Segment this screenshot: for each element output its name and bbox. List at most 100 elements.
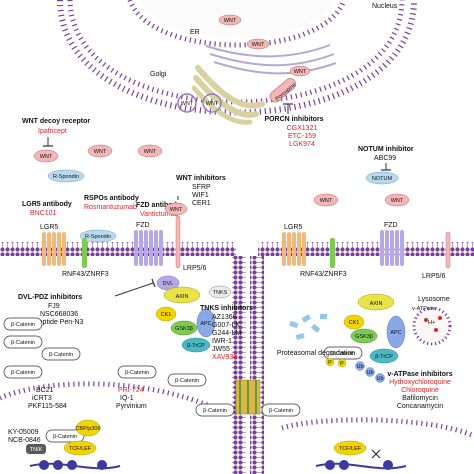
fzd-left-label: FZD <box>136 222 150 229</box>
dvl-label: DVL <box>163 281 174 287</box>
nuc-inh-far-1: KY-05009 <box>8 429 39 436</box>
rspondin-left-label: R-Spondin <box>85 234 111 240</box>
lgr5-ab-drug: BNC101 <box>30 210 57 217</box>
vatpase-title: v-ATPase inhibitors <box>387 371 452 378</box>
tnks-inh-4: IWR-1 <box>212 338 232 345</box>
apc-left <box>196 308 216 338</box>
phospho-2-label: P <box>340 361 344 367</box>
rnf-right-label: RNF43/ZNRF3 <box>300 271 347 278</box>
wnt-vesicle-1-label: WNT <box>181 101 194 107</box>
bcat-left-stack <box>3 317 207 387</box>
decoy-drug: Ipafricept <box>38 128 67 135</box>
lrp-right-label: LRP5/6 <box>422 273 445 280</box>
lyso-dot-1 <box>424 318 428 322</box>
tcf-right-label: TCF/LEF <box>339 446 362 452</box>
wnt-notum-2-label: WNT <box>391 198 404 204</box>
wnt-notum-2 <box>384 193 410 207</box>
vesicle-2 <box>202 93 222 113</box>
wnt-decoy-label: WNT <box>40 154 53 160</box>
lyso-dot-3 <box>438 316 442 320</box>
bcat-l3: β-Catenin <box>49 352 73 358</box>
tnks-inh-3: G244-LM <box>212 330 241 337</box>
wnt-notum-1 <box>313 193 339 207</box>
rspo-ab-title: RSPOs antibody <box>84 195 139 202</box>
porcn-drug-2: ETC-159 <box>288 133 316 140</box>
axin-left <box>163 286 201 304</box>
wnt-decoy <box>33 149 59 163</box>
gsk-left-label: GSK3β <box>175 326 193 332</box>
wnt-er-1-label: WNT <box>224 18 237 24</box>
tcf-right <box>333 440 367 456</box>
ck1-left-label: CK1 <box>161 312 172 318</box>
nuc-inh-m2: Pyrvinium <box>116 403 147 410</box>
wnt-er-2 <box>246 38 270 50</box>
axin-right-label: AXIN <box>370 301 383 307</box>
nucleus-label: Nucleus <box>372 3 398 10</box>
phospho-2 <box>337 358 347 368</box>
bcat-nuclear-label: β-Catenin <box>53 434 77 440</box>
fzd-ab-drug: Vantictumab <box>140 211 178 218</box>
vatpase-item-1: Bafilomycin <box>402 395 438 402</box>
lrp-left <box>175 215 181 269</box>
ub-2 <box>365 367 375 377</box>
apc-right <box>386 315 406 349</box>
wnt-vesicle-2-label: WNT <box>206 101 219 107</box>
lgr5-ab-title: LGR5 antibody <box>22 201 72 208</box>
notum-protein <box>365 171 399 185</box>
ck1-left <box>155 306 177 322</box>
ck1-right-label: CK1 <box>349 320 360 326</box>
dvl-pdz-title: DVL-PDZ inhibitors <box>18 294 82 301</box>
bcat-l4: β-Catenin <box>11 370 35 376</box>
lgr5-left-label: LGR5 <box>40 224 58 231</box>
gsk-left <box>170 320 198 336</box>
cbp-p300 <box>75 419 101 437</box>
btrcp-right-label: β-TrCP <box>375 354 393 360</box>
nuc-inh-m1: IQ-1 <box>120 395 134 402</box>
tnks-inh-6: XAV939 <box>212 354 237 361</box>
apc-left-label: APC <box>200 321 211 327</box>
fzd-left <box>134 230 163 266</box>
nuc-inh-m-red: PRI-724 <box>118 387 144 394</box>
tcf-left-label: TCF/LEF <box>69 446 92 452</box>
golgi-stack <box>191 65 265 125</box>
tnik-box <box>26 444 46 454</box>
phospho-1-label: P <box>328 360 332 366</box>
bcat-degraded-label: β-Catenin <box>331 351 355 357</box>
fzd-right-label: FZD <box>384 222 398 229</box>
adherens-junction <box>235 379 261 415</box>
wnt-porcn-label: WNT <box>294 69 307 75</box>
bcat-l1: β-Catenin <box>11 322 35 328</box>
wnt-bound <box>164 202 188 216</box>
ub-2-label: Ub <box>366 370 373 376</box>
cbp-label: CBP/p300 <box>75 426 100 432</box>
bcat-l6: β-Catenin <box>175 378 199 384</box>
notum-protein-label: NOTUM <box>372 176 393 182</box>
wnt-notum-1-label: WNT <box>320 198 333 204</box>
ck1-right <box>343 314 365 330</box>
tnks-inh-2: G007-LK <box>212 322 240 329</box>
tnks-inh-1: AZ1366 <box>212 314 237 321</box>
wnt-porcn <box>289 65 311 77</box>
rspondin-decoy-label: R-Spondin <box>53 174 79 180</box>
ub-1-label: Ub <box>356 364 363 370</box>
rspo-ab-drug: Rosmantuzumab <box>84 204 137 211</box>
notum-drug: ABC99 <box>374 155 396 162</box>
dvl-pdz-3: Peptide Pen-N3 <box>34 319 84 326</box>
btrcp-left-label: β-TrCP <box>187 343 205 349</box>
lyso-dot-2 <box>434 328 438 332</box>
bcat-jr-label: β-Catenin <box>269 408 293 414</box>
wnt-free-2 <box>137 144 163 158</box>
porcn-title: PORCN inhibitors <box>264 116 323 123</box>
dna-left <box>29 460 121 470</box>
wnt-inh-2: WIF1 <box>192 192 209 199</box>
nuc-inh-l2: iCRT3 <box>32 395 52 402</box>
axin-right <box>357 293 395 311</box>
ub-3 <box>375 373 385 383</box>
ub-1 <box>355 361 365 371</box>
bcat-l5: β-Catenin <box>125 370 149 376</box>
vesicle-1 <box>177 93 197 113</box>
notum-title: NOTUM inhibitor <box>358 146 414 153</box>
tnks-protein <box>208 285 232 299</box>
er-label: ER <box>190 29 200 36</box>
porcn-drug-3: LGK974 <box>289 141 315 148</box>
